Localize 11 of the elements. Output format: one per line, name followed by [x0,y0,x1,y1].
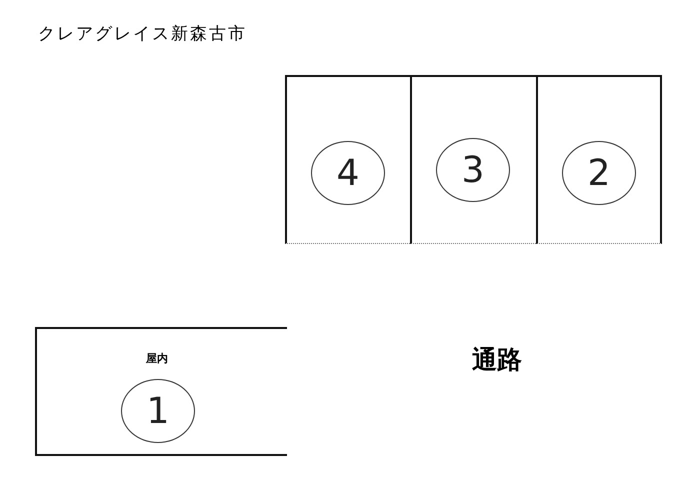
space-number: 2 [562,141,636,205]
parking-space [536,75,662,244]
title: クレアグレイス新森古市 [38,23,247,45]
space-number: 4 [311,141,385,205]
area-heading: 屋内 [144,351,169,366]
space-number: 3 [436,138,510,202]
parking-space [410,75,538,244]
indoor-space [35,327,287,456]
parking-space [285,75,412,244]
area-label: 通路 [472,344,522,376]
space-number: 1 [121,379,195,443]
